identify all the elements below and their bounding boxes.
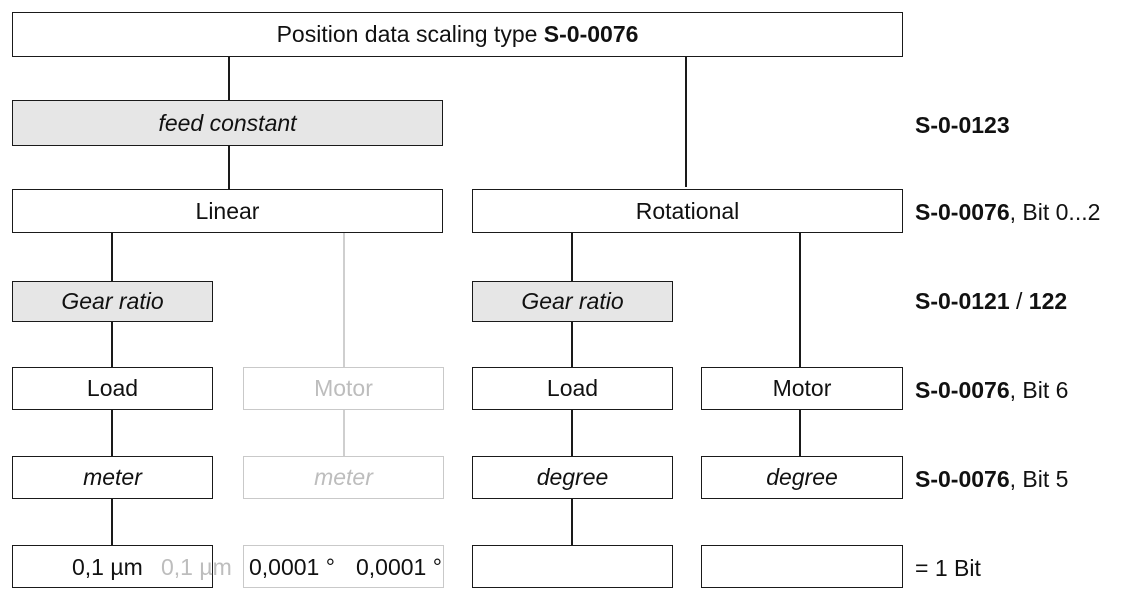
load-rotational-label: Load [546, 375, 599, 401]
unit-degree-rotational-motor-box: degree [701, 456, 903, 499]
rotational-label: Rotational [635, 197, 740, 224]
ref-type-rest: , Bit 0...2 [1009, 199, 1101, 225]
ref-gear-param2: 122 [1028, 288, 1068, 314]
rotational-box: Rotational [472, 189, 903, 233]
ref-gear-separator: / [1009, 288, 1029, 314]
resolution-linear-load-box [12, 545, 213, 588]
ref-gear-ratio: S-0-0121 / 122 [915, 288, 1067, 315]
load-linear-box: Load [12, 367, 213, 410]
ref-feed-param: S-0-0123 [915, 112, 1010, 138]
ref-unit-rest: , Bit 5 [1009, 466, 1069, 492]
motor-rotational-label: Motor [772, 375, 832, 401]
feed-constant-box: feed constant [12, 100, 443, 146]
connector-lin-motor-to-meter [343, 410, 345, 456]
gear-ratio-linear-box: Gear ratio [12, 281, 213, 322]
ref-unit-param: S-0-0076 [915, 466, 1010, 492]
ref-loadmotor-rest: , Bit 6 [1009, 377, 1069, 403]
ref-loadmotor-param: S-0-0076 [915, 377, 1010, 403]
connector-feed-to-linear [228, 146, 230, 189]
top-box-param: S-0-0076 [543, 21, 639, 47]
ref-lsb: = 1 Bit [915, 555, 981, 582]
resolution-rotational-motor-value: 0,0001 ° [356, 554, 442, 580]
ref-unit: S-0-0076, Bit 5 [915, 466, 1068, 493]
unit-degree-rotational-load-box: degree [472, 456, 673, 499]
ref-feed-constant: S-0-0123 [915, 112, 1010, 139]
connector-rotational-to-motor [799, 233, 801, 367]
motor-linear-label: Motor [314, 375, 373, 401]
ref-lsb-text: = 1 Bit [915, 555, 981, 581]
gear-ratio-linear-label: Gear ratio [61, 288, 164, 314]
ref-gear-param: S-0-0121 [915, 288, 1010, 314]
feed-constant-label: feed constant [158, 109, 297, 136]
resolution-linear-load-value: 0,1 µm [72, 554, 143, 580]
unit-meter-linear-load-label: meter [83, 464, 142, 490]
connector-linear-to-gear [111, 233, 113, 281]
resolution-rotational-load-box [472, 545, 673, 588]
resolution-rotational-load-value: 0,0001 ° [249, 554, 335, 580]
linear-box: Linear [12, 189, 443, 233]
ref-scaling-type: S-0-0076, Bit 0...2 [915, 199, 1100, 226]
top-box-label: Position data scaling type [276, 21, 544, 47]
ref-type-param: S-0-0076 [915, 199, 1010, 225]
position-data-scaling-type-box: Position data scaling type S-0-0076 [12, 12, 903, 57]
connector-rot-motor-to-degree [799, 410, 801, 456]
resolution-rotational-motor-box [701, 545, 903, 588]
connector-lin-gear-to-load [111, 322, 113, 367]
motor-rotational-box: Motor [701, 367, 903, 410]
load-rotational-box: Load [472, 367, 673, 410]
connector-lin-load-to-meter [111, 410, 113, 456]
gear-ratio-rotational-box: Gear ratio [472, 281, 673, 322]
connector-rot-load-to-degree [571, 410, 573, 456]
motor-linear-box: Motor [243, 367, 444, 410]
resolution-linear-motor-box [243, 545, 444, 588]
connector-top-to-feed [228, 57, 230, 100]
connector-rotational-to-gear [571, 233, 573, 281]
resolution-linear-motor-value: 0,1 µm [161, 554, 232, 580]
ref-load-motor: S-0-0076, Bit 6 [915, 377, 1068, 404]
unit-meter-linear-motor-label: meter [314, 464, 373, 490]
unit-meter-linear-motor-box: meter [243, 456, 444, 499]
connector-rot-gear-to-load [571, 322, 573, 367]
load-linear-label: Load [86, 375, 139, 401]
unit-degree-rotational-load-label: degree [536, 464, 609, 490]
connector-linear-to-motor [343, 233, 345, 367]
unit-degree-rotational-motor-label: degree [766, 464, 838, 490]
unit-meter-linear-load-box: meter [12, 456, 213, 499]
connector-lin-meter-to-result [111, 499, 113, 545]
connector-top-to-rotational [685, 57, 687, 187]
linear-label: Linear [195, 197, 260, 224]
gear-ratio-rotational-label: Gear ratio [521, 288, 624, 314]
connector-rot-degree-to-result [571, 499, 573, 545]
